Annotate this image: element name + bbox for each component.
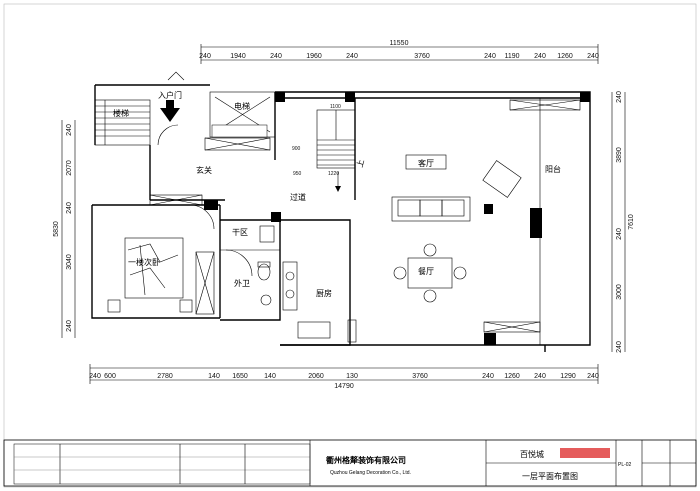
bottom-dimension-line: 14790 [89,364,599,390]
bottom-dim-value: 130 [346,373,358,380]
top-dim-value: 1960 [306,53,322,60]
top-dim-value: 240 [270,53,282,60]
right-dim-value: 240 [616,91,623,103]
left-dim-value: 3040 [66,254,73,270]
drawing-title: 一层平面布置图 [522,471,578,481]
label-dry-area: 干区 [232,228,248,237]
label-dining-room: 餐厅 [418,267,434,276]
bottom-dim-value: 140 [208,373,220,380]
bottom-dim-value: 1650 [232,373,248,380]
left-dim-value: 240 [66,320,73,332]
walls [91,84,591,352]
bottom-dim-value: 600 [104,373,116,380]
right-dim-value: 240 [616,341,623,353]
right-dim-value: 3890 [616,147,623,163]
left-dim-value: 2070 [66,160,73,176]
sheet-border [3,3,697,488]
bottom-dim-value: 240 [534,373,546,380]
top-dim-value: 240 [346,53,358,60]
top-dim-value: 1940 [230,53,246,60]
bottom-dim-value: 240 [587,373,599,380]
label-secondary-bedroom: 一楼次卧 [128,257,160,267]
drawing-number: PL-02 [618,462,632,468]
stair-dim-2: 900 [292,146,301,152]
label-foyer: 玄关 [196,165,212,175]
label-entry-door: 入户门 [158,90,182,100]
bottom-dim-value: 240 [89,373,101,380]
right-total-dim: 7610 [628,214,635,230]
label-up: 上 [355,158,366,168]
bottom-dim-value: 2780 [157,373,173,380]
label-living-room: 客厅 [418,158,434,168]
foyer-cabinet [149,137,271,206]
company-name-cn: 衢州格犛装饰有限公司 [326,455,406,465]
right-dim-value: 240 [616,228,623,240]
living-furniture [391,99,581,222]
label-elevator: 电梯 [234,101,250,111]
bottom-dim-value: 240 [482,373,494,380]
stair-dim-3: 950 [293,171,302,177]
label-balcony: 阳台 [545,164,561,174]
right-dim-value: 3000 [616,284,623,300]
bottom-dim-value: 1290 [560,373,576,380]
bottom-dim-value: 1260 [504,373,520,380]
columns [204,92,590,345]
staircase [94,99,356,192]
label-guest-bathroom: 外卫 [234,278,250,288]
company-name-en: Quzhou Gelang Decoration Co., Ltd. [330,470,411,476]
right-dimension-line: 7610 [611,92,635,352]
elevator-symbol [211,96,271,138]
top-dim-value: 3760 [414,53,430,60]
top-dimension-labels: 240 1940 240 1960 240 3760 240 1190 240 1260 240 [199,53,599,60]
bottom-total-dim: 14790 [334,383,354,390]
right-dimension-labels: 240 3890 240 3000 240 [616,91,623,353]
label-kitchen: 厨房 [316,288,332,298]
stair-dim-4: 1220 [328,171,339,177]
top-dim-value: 240 [199,53,211,60]
bottom-dim-value: 3760 [412,373,428,380]
left-dim-value: 240 [66,124,73,136]
top-dim-value: 1260 [557,53,573,60]
balcony-cabinet [483,321,541,333]
top-dim-value: 240 [534,53,546,60]
top-total-dim: 11550 [390,40,409,47]
top-dimension-line: 11550 [200,40,599,64]
top-dim-value: 240 [484,53,496,60]
label-corridor: 过道 [290,192,306,202]
bottom-dim-value: 2060 [308,373,324,380]
entry-door [157,71,185,146]
top-dim-value: 1190 [504,53,519,60]
project-name: 百悦城 [520,449,544,459]
stair-dim-1: 1100 [330,104,341,110]
left-total-dim: 5830 [53,221,60,237]
bedroom-bed [107,204,215,315]
left-dimension-line: 5830 [53,120,76,338]
top-dim-value: 240 [587,53,599,60]
dining-table [393,243,467,303]
left-dimension-labels: 240 2070 240 3040 240 [66,124,73,332]
bottom-dim-value: 140 [264,373,276,380]
bath-fixtures [225,225,275,306]
left-dim-value: 240 [66,202,73,214]
title-block: 衢州格犛装饰有限公司 Quzhou Gelang Decoration Co.,… [3,439,697,487]
kitchen-counter [282,261,357,343]
label-stair: 楼梯 [113,108,129,118]
